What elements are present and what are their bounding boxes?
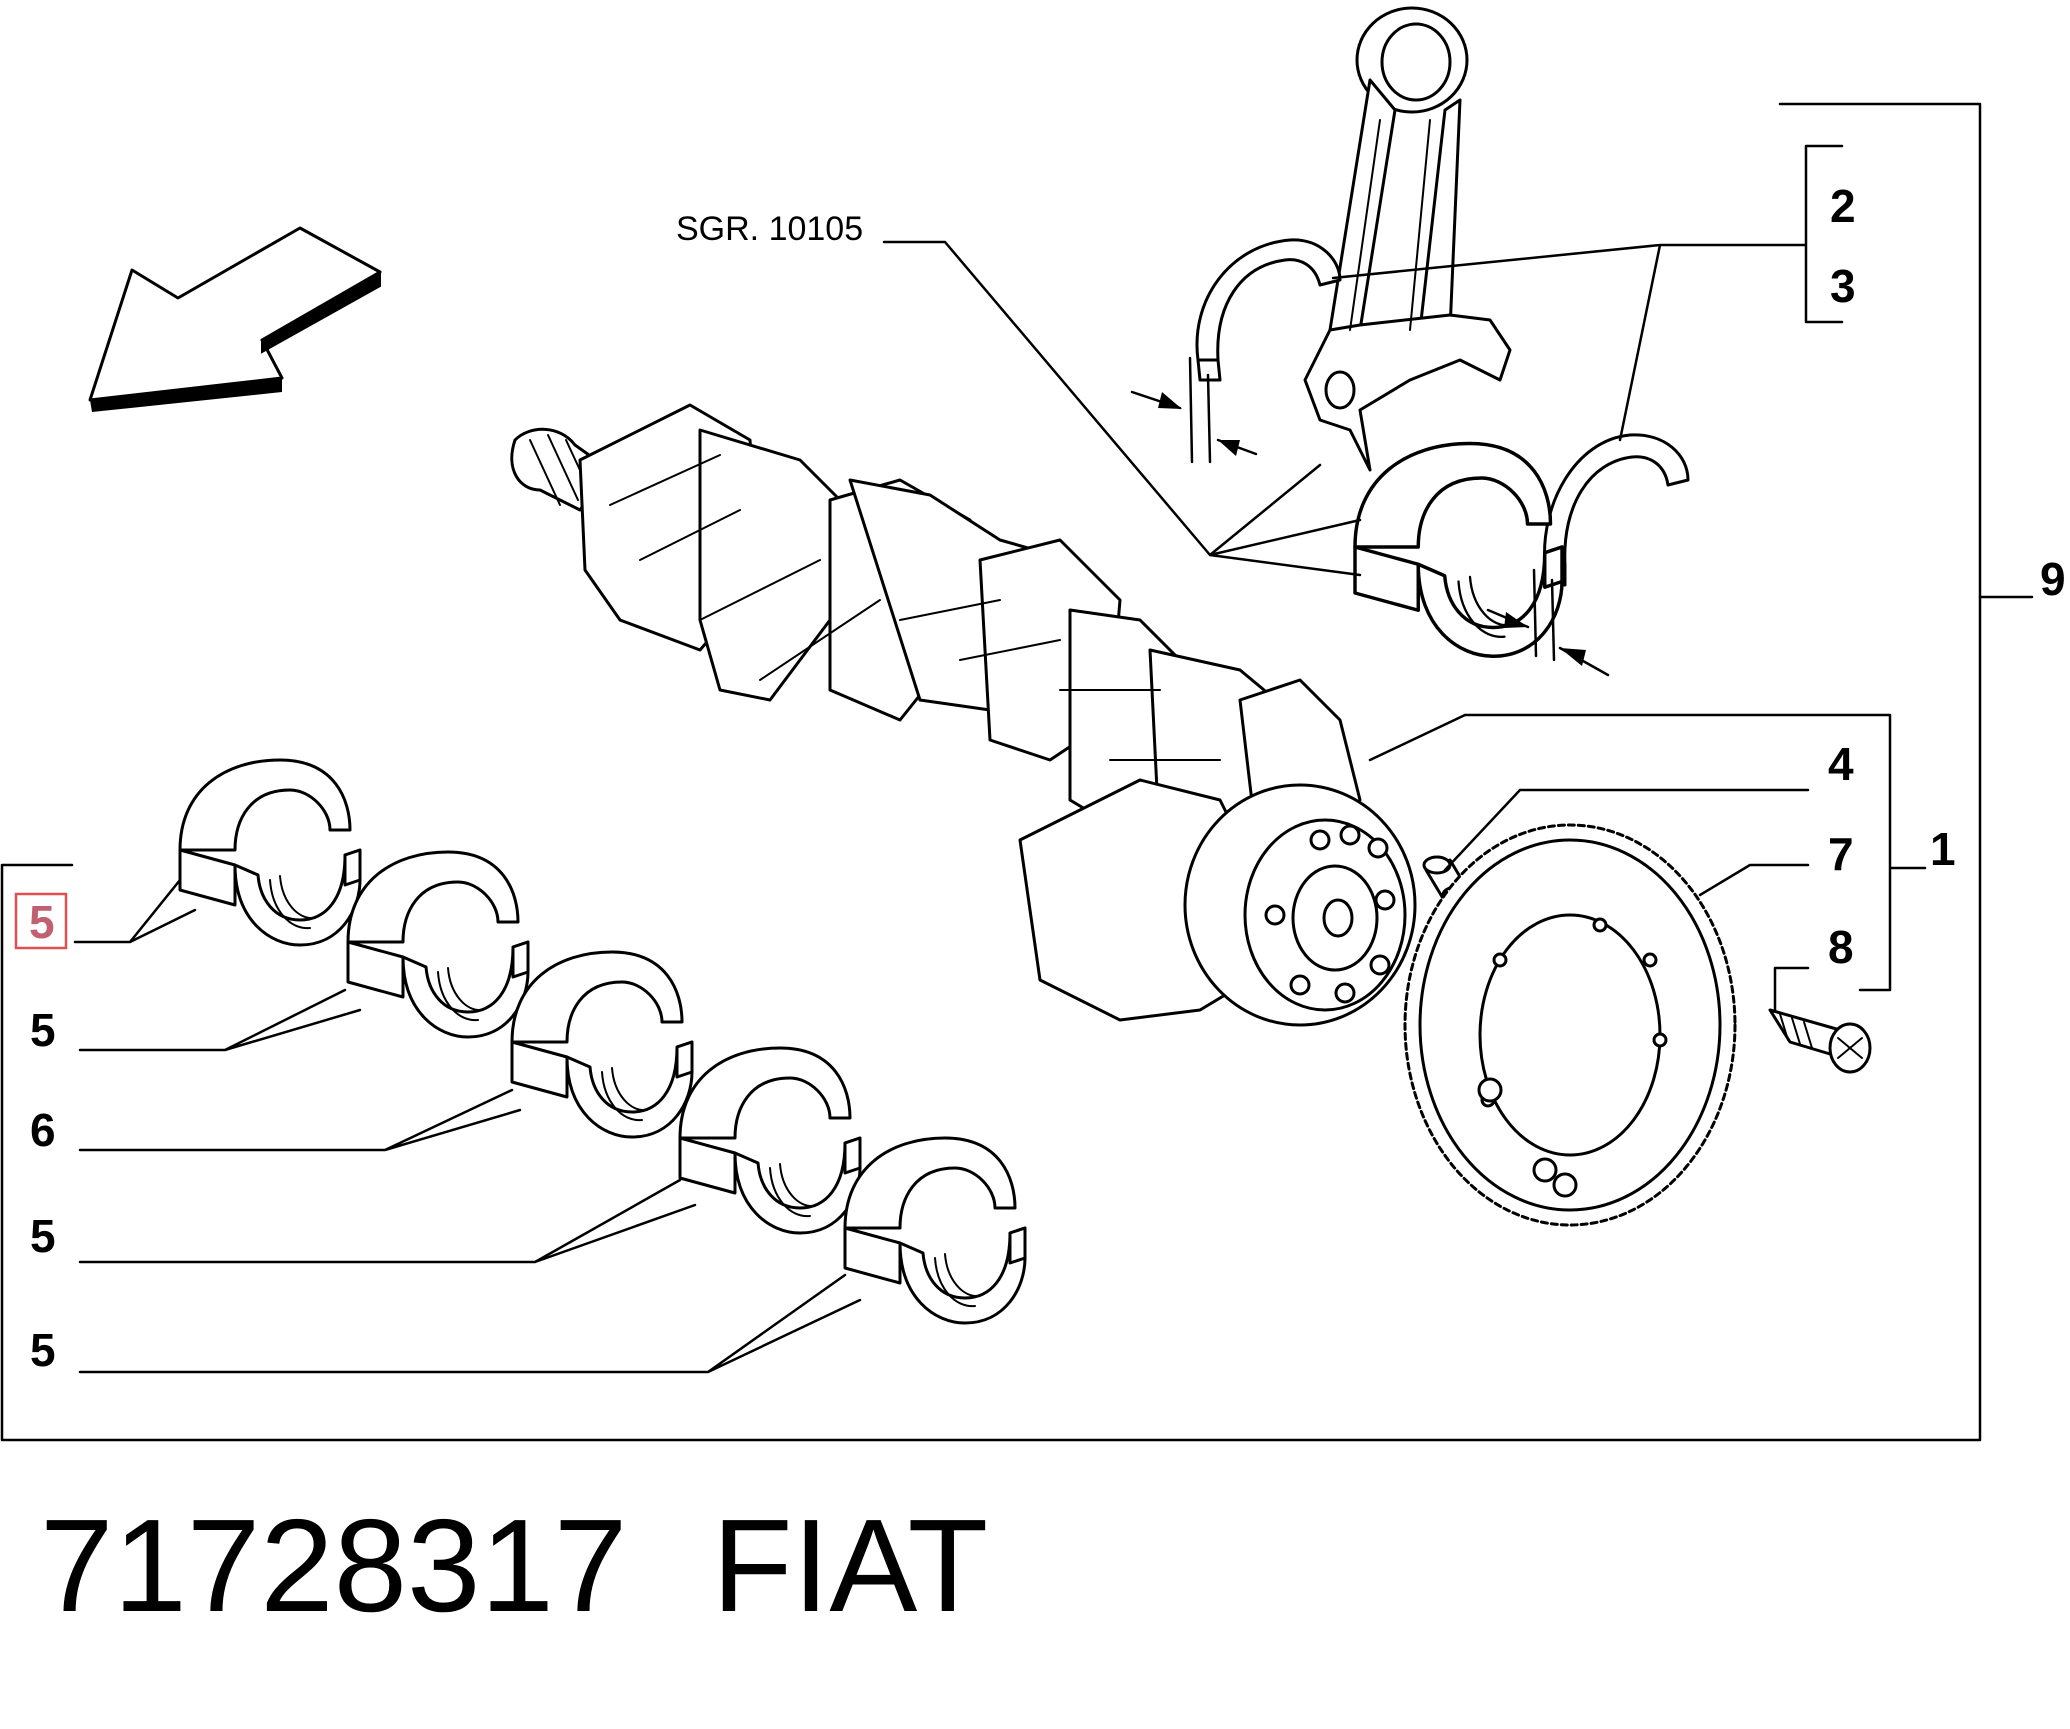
main-bearing-shell-1: [178, 758, 362, 947]
bracket-1: [1463, 713, 1927, 992]
callout-4[interactable]: 4: [1828, 738, 1854, 790]
callout-6[interactable]: 6: [30, 1104, 56, 1156]
leader-lines: [73, 240, 1810, 1374]
crankshaft: [510, 403, 1417, 1027]
thrust-washer-lower: [1543, 433, 1690, 587]
callout-5-third[interactable]: 5: [30, 1210, 56, 1262]
direction-arrow: [88, 226, 382, 412]
brand-name: FIAT: [712, 1492, 989, 1639]
main-bearing-shell-3: [510, 950, 694, 1139]
conrod-bearing: [1353, 441, 1564, 658]
callout-7[interactable]: 7: [1828, 828, 1854, 880]
callout-2[interactable]: 2: [1830, 180, 1856, 232]
part-number: 71728317: [40, 1492, 628, 1639]
thrust-washer-upper: [1195, 238, 1342, 382]
main-bearing-shell-4: [678, 1046, 862, 1235]
main-bearing-shell-5: [843, 1136, 1027, 1325]
callout-5-highlight: [14, 892, 68, 950]
callout-9[interactable]: 9: [2040, 553, 2066, 605]
callout-5-second[interactable]: 5: [30, 1004, 56, 1056]
group-bracket-9: [0, 102, 2034, 1442]
callout-1[interactable]: 1: [1930, 823, 1956, 875]
subgroup-reference: SGR. 10105: [676, 210, 863, 248]
connecting-rod: [1303, 6, 1512, 472]
main-bearing-shell-2: [346, 850, 530, 1039]
bracket-2-3: [1804, 144, 1844, 324]
timing-gear: [1403, 823, 1737, 1227]
callout-5-fourth[interactable]: 5: [30, 1324, 56, 1376]
callout-8[interactable]: 8: [1828, 921, 1854, 973]
callout-3[interactable]: 3: [1830, 260, 1856, 312]
dimension-arrows: [1130, 356, 1610, 677]
callout-5-highlighted[interactable]: 5: [29, 896, 55, 948]
screw: [1768, 1008, 1872, 1074]
